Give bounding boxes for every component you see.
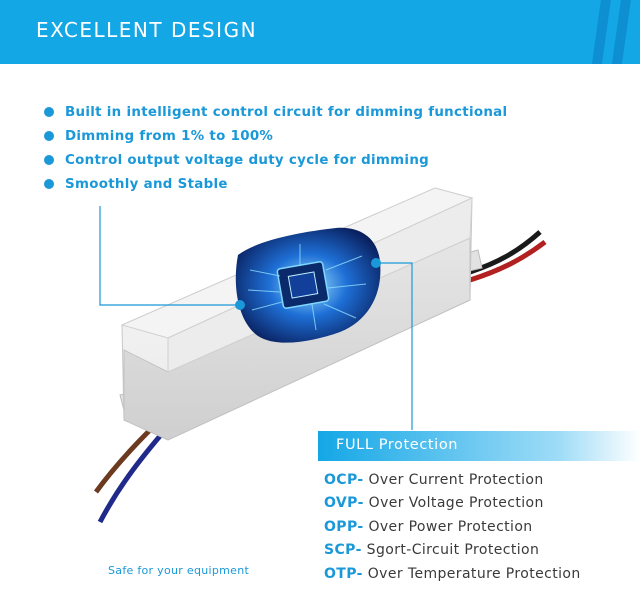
section-title: EXCELLENT DESIGN	[36, 18, 258, 42]
callout-lines	[99, 206, 413, 430]
protection-code: OTP-	[324, 565, 363, 582]
feature-item: Smoothly and Stable	[44, 172, 507, 196]
protection-code: OPP-	[324, 518, 364, 535]
feature-list: Built in intelligent control circuit for…	[44, 100, 507, 196]
feature-text: Dimming from 1% to 100%	[65, 128, 274, 144]
protection-item: SCP- Sgort-Circuit Protection	[324, 539, 581, 563]
header-decor-stripe	[609, 0, 633, 64]
safety-note: Safe for your equipment	[108, 564, 250, 577]
protection-desc: Over Temperature Protection	[367, 565, 581, 582]
feature-text: Smoothly and Stable	[65, 176, 228, 192]
protection-item: OVP- Over Voltage Protection	[324, 492, 581, 516]
protection-item: OTP- Over Temperature Protection	[324, 562, 581, 586]
header-decor-stripe	[589, 0, 613, 64]
protection-desc: Over Power Protection	[368, 518, 533, 535]
protection-list: OCP- Over Current Protection OVP- Over V…	[324, 468, 581, 586]
input-wires	[93, 428, 162, 524]
protection-title: FULL Protection	[336, 437, 459, 453]
protection-desc: Sgort-Circuit Protection	[366, 542, 540, 559]
protection-code: SCP-	[324, 542, 362, 559]
feature-item: Built in intelligent control circuit for…	[44, 100, 507, 124]
header-banner: EXCELLENT DESIGN	[0, 0, 640, 64]
protection-item: OPP- Over Power Protection	[324, 515, 581, 539]
led-driver-product-image	[93, 187, 547, 524]
bullet-dot-icon	[44, 107, 54, 117]
protection-code: OVP-	[324, 495, 364, 512]
bullet-dot-icon	[44, 131, 54, 141]
circuit-chip-window	[235, 227, 381, 343]
protection-item: OCP- Over Current Protection	[324, 468, 581, 492]
feature-item: Control output voltage duty cycle for di…	[44, 148, 507, 172]
protection-code: OCP-	[324, 471, 364, 488]
protection-desc: Over Voltage Protection	[368, 495, 544, 512]
feature-text: Built in intelligent control circuit for…	[65, 104, 508, 120]
output-wires	[469, 230, 547, 283]
protection-banner	[318, 431, 640, 461]
protection-desc: Over Current Protection	[368, 471, 544, 488]
bullet-dot-icon	[44, 155, 54, 165]
bullet-dot-icon	[44, 179, 54, 189]
feature-text: Control output voltage duty cycle for di…	[65, 152, 430, 168]
feature-item: Dimming from 1% to 100%	[44, 124, 507, 148]
